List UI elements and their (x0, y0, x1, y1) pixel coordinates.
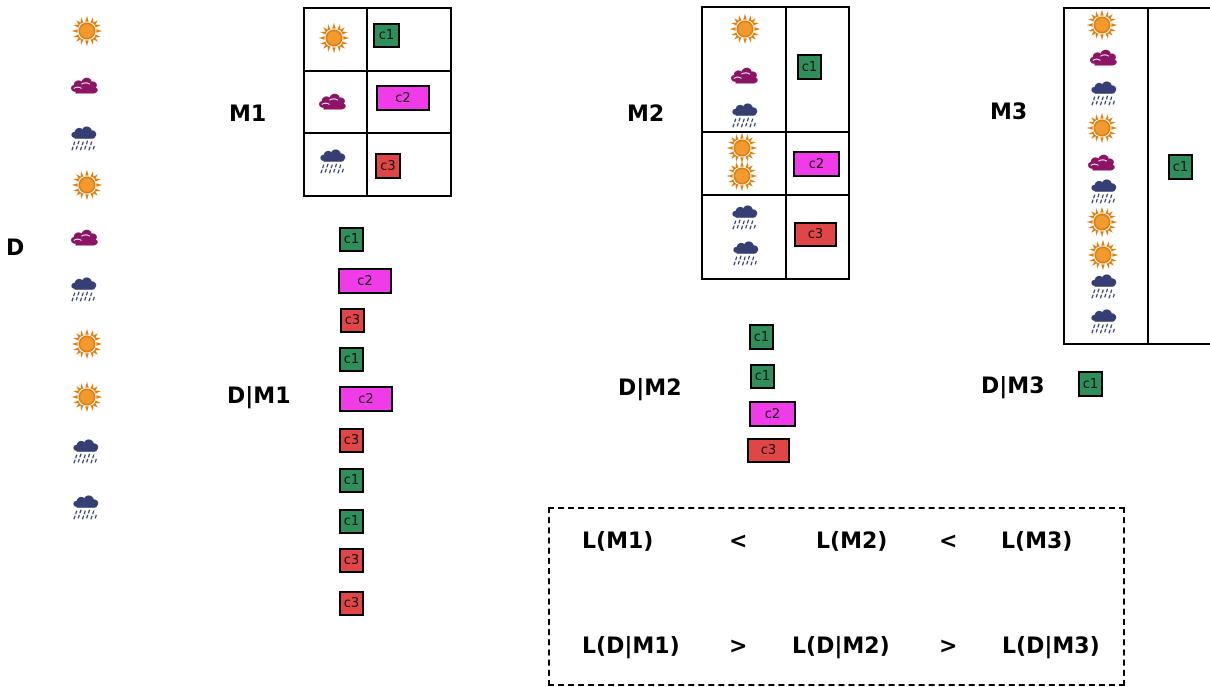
table-divider (303, 70, 452, 72)
rain-icon (1087, 75, 1121, 109)
code-c1: c1 (339, 468, 364, 493)
sun-icon (70, 380, 104, 414)
encoding-dm1-label: D|M1 (227, 384, 291, 409)
greater-than-operator: > (939, 634, 958, 659)
encoding-dm3-label: D|M3 (981, 374, 1045, 399)
code-c2: c2 (376, 85, 430, 111)
table-divider (303, 132, 452, 134)
less-than-operator: < (729, 529, 748, 554)
sun-icon (1085, 111, 1119, 145)
less-than-operator: < (939, 529, 958, 554)
length-d-given-m3: L(D|M3) (1002, 634, 1100, 659)
code-c2: c2 (749, 401, 796, 427)
table-divider (366, 7, 368, 197)
sun-icon (317, 21, 351, 55)
length-m1: L(M1) (582, 529, 654, 554)
rain-icon (69, 489, 103, 523)
table-border (303, 7, 452, 197)
model-m1-label: M1 (229, 102, 267, 127)
code-c3: c3 (747, 438, 790, 463)
comparison-box (548, 507, 1125, 686)
encoding-dm2-label: D|M2 (618, 376, 682, 401)
table-divider (701, 194, 850, 196)
table-divider (1147, 7, 1149, 345)
rain-icon (1087, 268, 1121, 302)
cloud-icon (1086, 40, 1120, 74)
dataset-label: D (6, 236, 25, 261)
table-divider (785, 6, 787, 280)
length-d-given-m1: L(D|M1) (582, 634, 680, 659)
sun-icon (1086, 238, 1120, 272)
rain-icon (69, 433, 103, 467)
code-c3: c3 (794, 222, 837, 247)
rain-icon (67, 271, 101, 305)
code-c3: c3 (339, 428, 364, 453)
sun-icon (1085, 8, 1119, 42)
length-m3: L(M3) (1001, 529, 1073, 554)
code-c2: c2 (793, 151, 840, 177)
sun-icon (70, 14, 104, 48)
code-c1: c1 (750, 364, 775, 389)
sun-icon (725, 159, 759, 193)
rain-icon (67, 120, 101, 154)
sun-icon (1085, 205, 1119, 239)
cloud-icon (67, 68, 101, 102)
code-c3: c3 (339, 548, 364, 573)
code-c1: c1 (339, 227, 364, 252)
rain-icon (1087, 173, 1121, 207)
model-m2-label: M2 (627, 102, 665, 127)
rain-icon (728, 199, 762, 233)
code-c2: c2 (338, 268, 392, 294)
length-d-given-m2: L(D|M2) (792, 634, 890, 659)
sun-icon (70, 327, 104, 361)
table-border (1063, 7, 1210, 345)
code-c1: c1 (339, 509, 364, 534)
code-c2: c2 (339, 386, 393, 412)
code-c1: c1 (1078, 371, 1103, 397)
sun-icon (70, 168, 104, 202)
table-border (701, 6, 850, 280)
rain-icon (1087, 303, 1121, 337)
rain-icon (316, 143, 350, 177)
model-m3-label: M3 (990, 100, 1028, 125)
code-c3: c3 (375, 153, 401, 179)
sun-icon (728, 12, 762, 46)
code-c1: c1 (1168, 154, 1193, 180)
table-divider (701, 131, 850, 133)
rain-icon (728, 97, 762, 131)
code-c1: c1 (797, 54, 822, 80)
code-c1: c1 (339, 347, 364, 372)
code-c1: c1 (749, 324, 774, 350)
cloud-icon (67, 220, 101, 254)
cloud-icon (727, 58, 761, 92)
code-c1: c1 (373, 23, 400, 48)
length-m2: L(M2) (816, 529, 888, 554)
code-c3: c3 (339, 591, 364, 616)
code-c3: c3 (340, 308, 365, 333)
rain-icon (729, 235, 763, 269)
greater-than-operator: > (729, 634, 748, 659)
cloud-icon (315, 84, 349, 118)
